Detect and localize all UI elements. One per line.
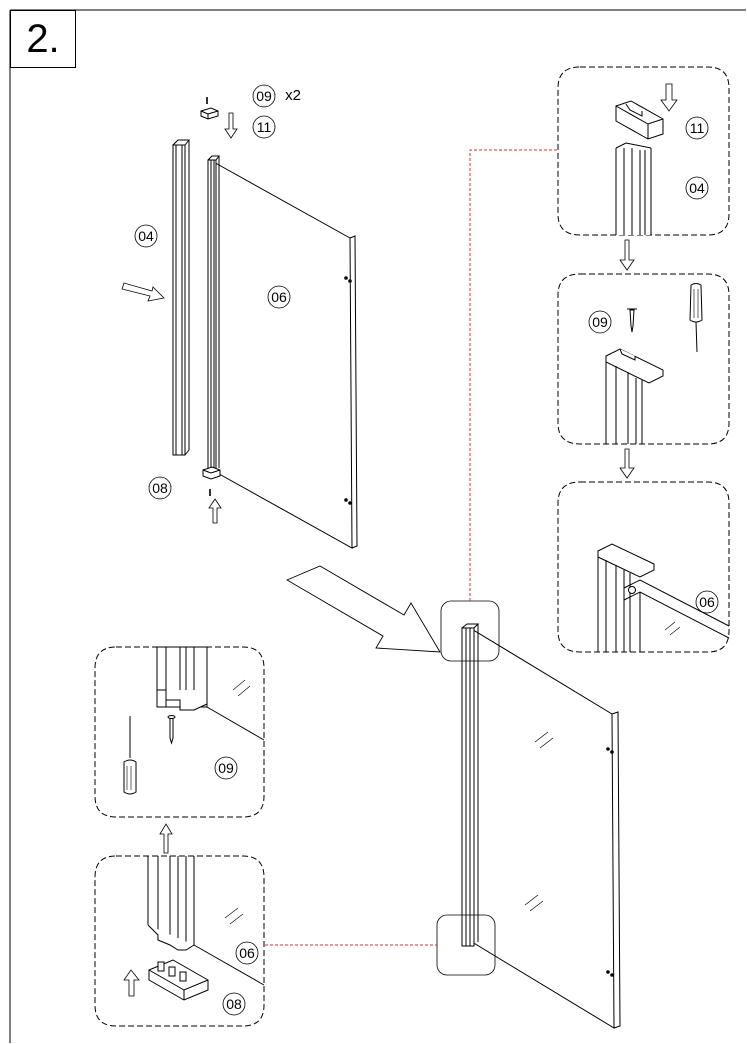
label-glass: 06 [271,289,287,305]
detail-panel-a [557,66,730,236]
detail-panel-b [557,273,730,445]
label-detail-profile: 04 [689,180,705,196]
step-number: 2. [10,10,76,68]
arrow-a-to-b [619,239,635,271]
page-frame [9,9,746,1043]
step-number-text: 2. [26,16,60,61]
label-detail-screw-d: 09 [218,760,234,776]
label-detail-cap-bottom-e: 08 [226,996,242,1012]
profile-04-drawing [172,139,191,456]
label-detail-glass-c: 06 [699,594,715,610]
detail-panel-e [94,855,265,1027]
detail-panel-d [94,646,265,818]
arrow-e-to-d [159,823,173,854]
label-screw-top: 09 [256,88,272,104]
label-screw-qty: x2 [285,87,301,104]
arrow-right-profile [121,282,165,302]
label-detail-cap-top: 11 [690,120,705,136]
arrow-b-to-c [619,448,635,479]
label-detail-glass-e: 06 [239,945,255,961]
glass-panel-06-drawing [207,155,358,549]
label-circles [134,84,719,1016]
exploded-view [121,97,358,549]
label-profile: 04 [138,228,154,244]
main-assembly [461,623,621,1029]
bottom-cap-08-drawing [202,466,221,496]
detail-panel-c [557,481,730,653]
top-cap-11-drawing [200,97,219,120]
arrow-up-bottom [208,498,222,524]
label-cap-top: 11 [257,119,272,135]
label-cap-bottom: 08 [152,480,168,496]
arrow-to-assembly [285,565,441,653]
label-detail-screw-b: 09 [592,314,608,330]
arrow-down-top [224,112,238,139]
